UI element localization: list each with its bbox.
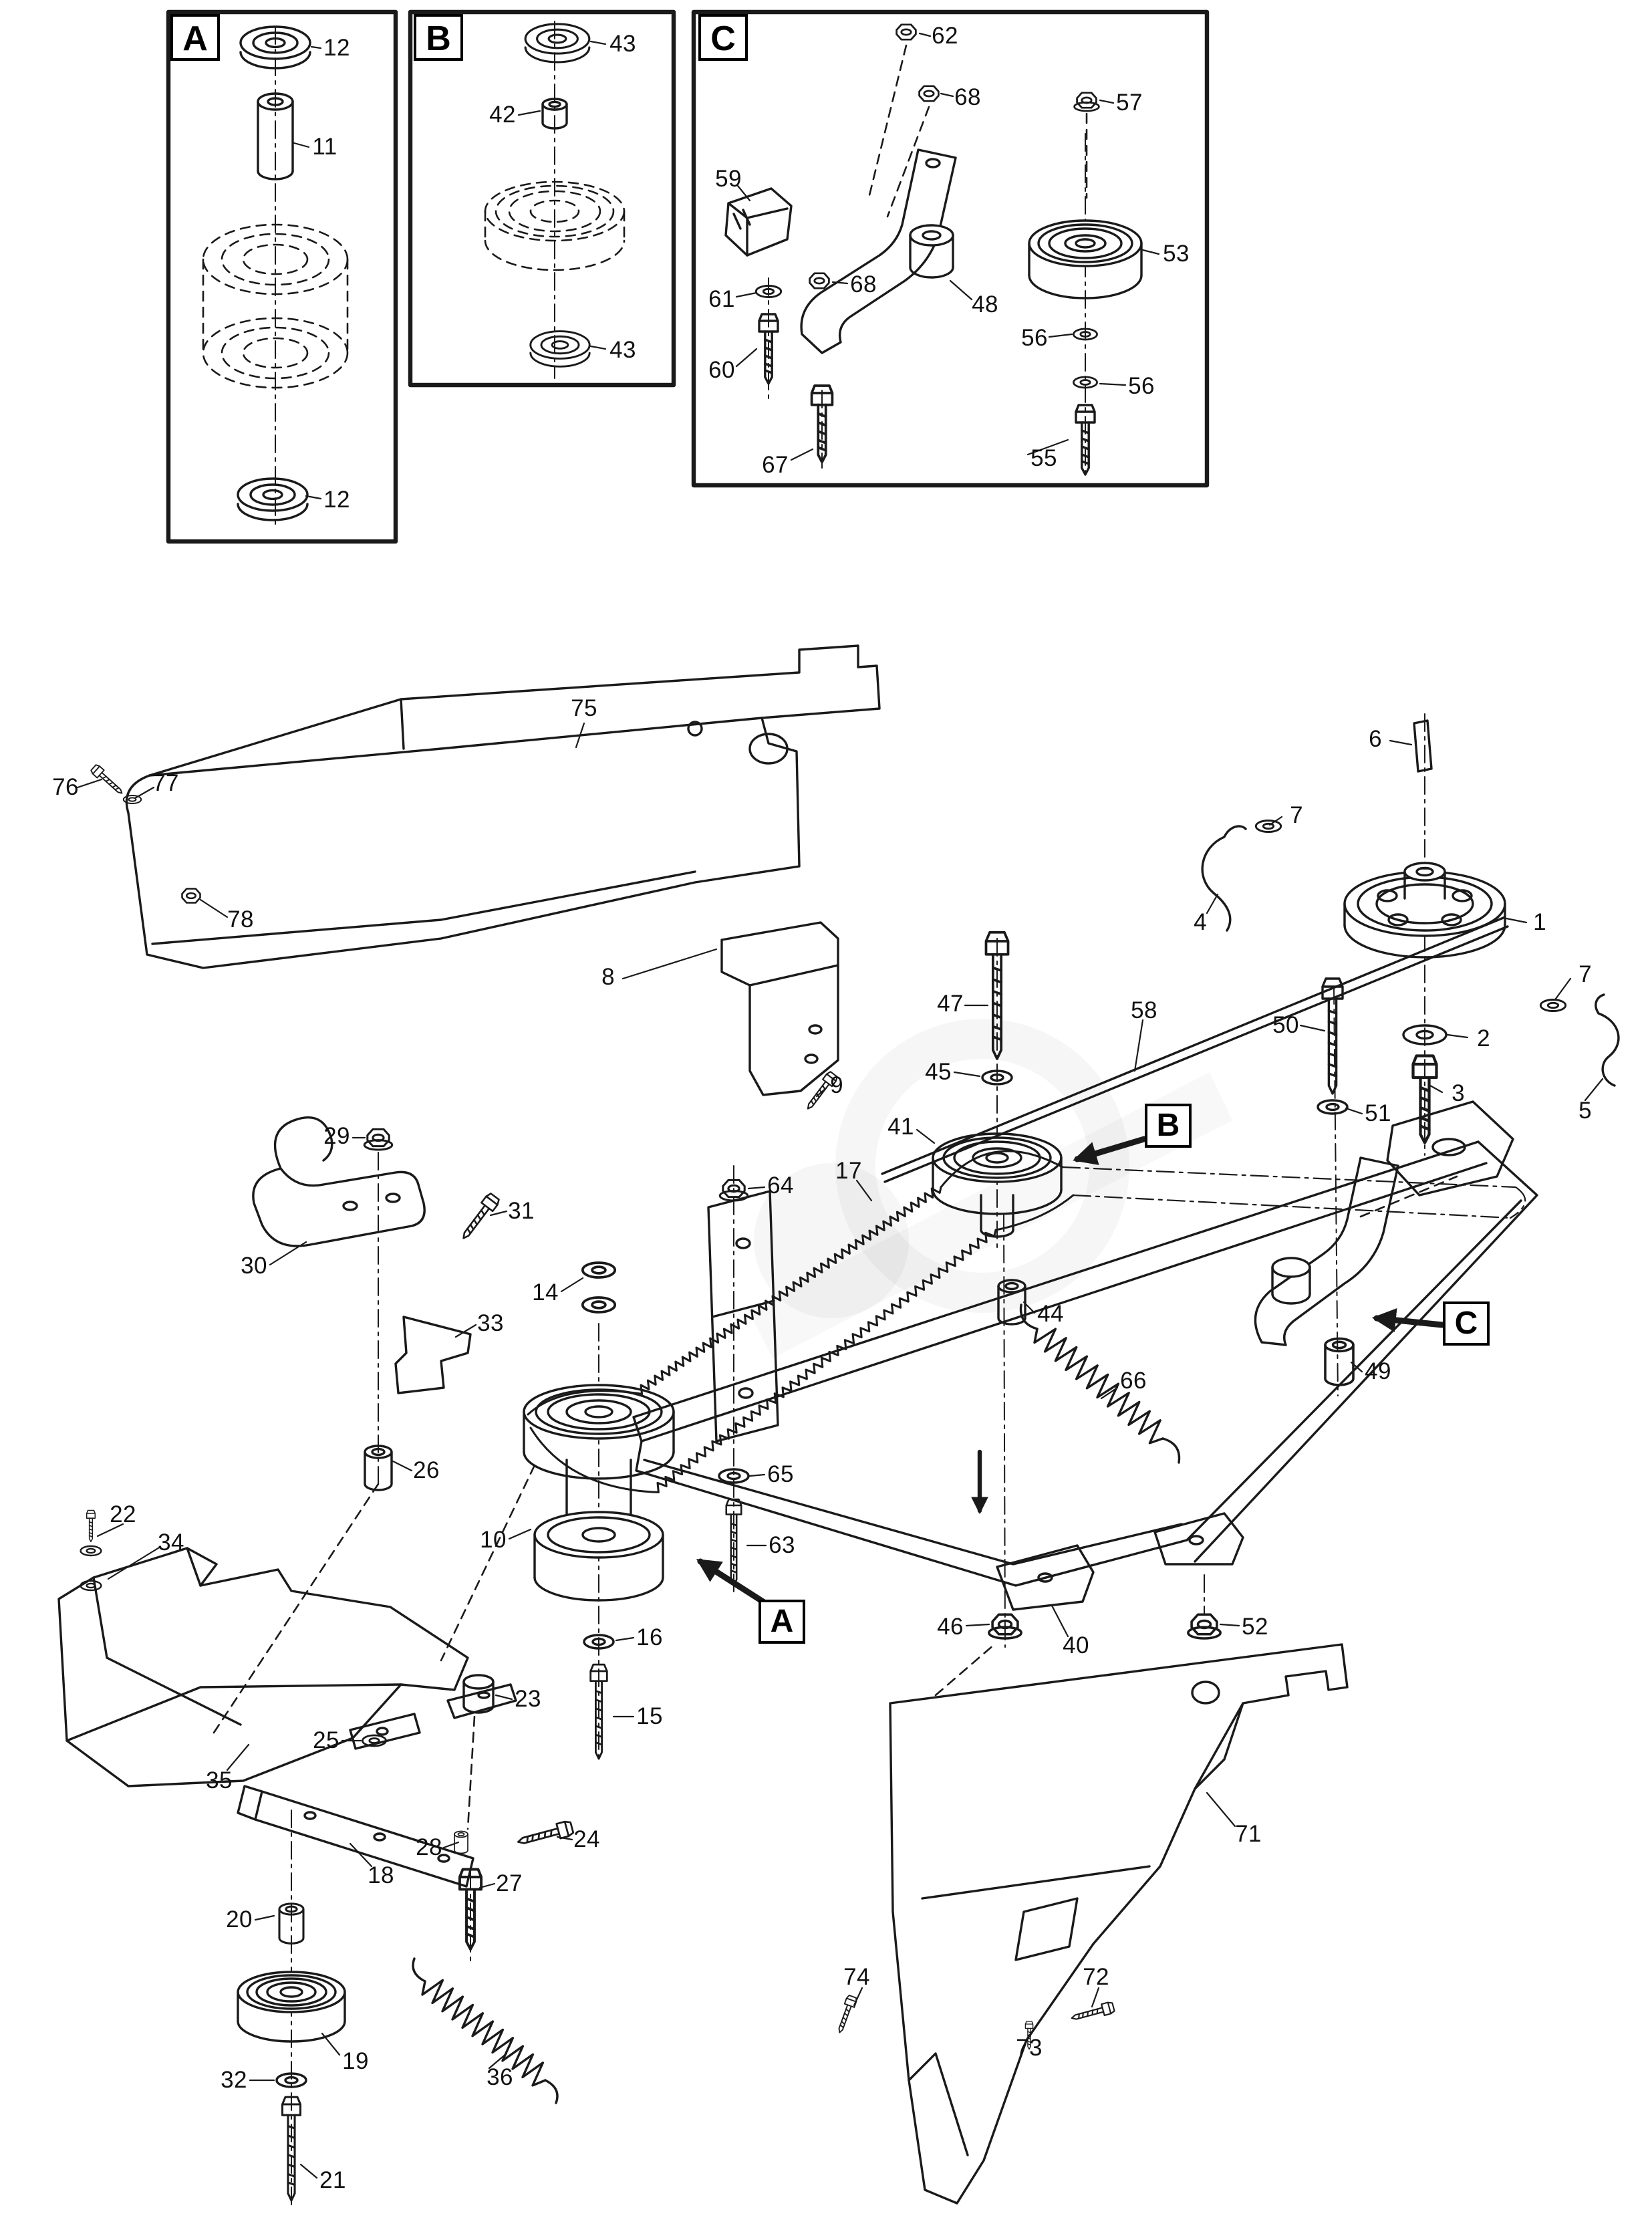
bolt-24 [515,1819,575,1850]
nut-52 [1188,1614,1220,1638]
pulley-19 [237,1971,346,2043]
key-6 [1413,719,1433,773]
washer-7-right [1539,999,1567,1012]
guard-71 [889,1643,1349,2205]
bushing-49 [1324,1337,1355,1386]
leader-lines [76,32,1604,2179]
pulley-41 [932,1132,1063,1238]
pulley-ghost [484,180,626,271]
bolt-9 [802,1070,839,1113]
bolt-31 [456,1191,502,1243]
inset-panel-b [408,9,676,388]
nut-68-upper [918,85,940,102]
bracket-33 [394,1316,472,1394]
bearing-12-bottom [237,477,309,521]
washer-51 [1317,1099,1349,1115]
bracket-59 [724,187,793,257]
guard-75 [125,644,881,969]
inset-panel-a [166,9,398,544]
bearing-43-top [524,23,591,64]
screw-76 [89,763,126,798]
nut-68-lower [809,272,830,289]
washer-14-upper [581,1261,617,1279]
washer-14-lower [581,1296,617,1314]
nut-29 [364,1129,392,1150]
rod-58 [881,916,1509,1183]
nut-78 [181,888,201,904]
pulley-1 [1343,862,1506,959]
pivot-23 [446,1674,517,1719]
bolt-22 [86,1509,96,1543]
screw-73 [1024,2021,1034,2050]
idler-arm-c [1254,1156,1399,1346]
nut-62 [896,23,917,41]
baffle-35 [57,1547,469,1787]
spacer-11 [257,92,294,180]
inset-panel-c [691,9,1210,488]
spring-36 [412,1957,559,2104]
bracket-30 [252,1116,426,1247]
bracket-8 [720,921,839,1096]
spring-66 [1019,1303,1181,1464]
clip-5 [1595,993,1620,1087]
spring-ghost [202,223,349,389]
washer-7-left [1254,820,1282,833]
bushing-42 [541,98,568,130]
bearing-43-bottom [529,330,591,368]
pulley-53 [1028,219,1143,299]
bar-18 [237,1785,474,1888]
callout-arrows [696,1136,1446,1608]
plate-25 [349,1713,421,1750]
belt-17 [527,1150,1526,1493]
idler-arm-48 [800,148,957,354]
washer-34-a [80,1545,102,1557]
frame-40 [632,1140,1538,1697]
bolt-74 [834,1994,859,2035]
clip-4 [1201,825,1247,932]
watermark [748,1019,1232,1358]
corner-bracket [1359,1100,1514,1218]
washer-2 [1402,1024,1448,1045]
nut-57 [1075,93,1099,111]
